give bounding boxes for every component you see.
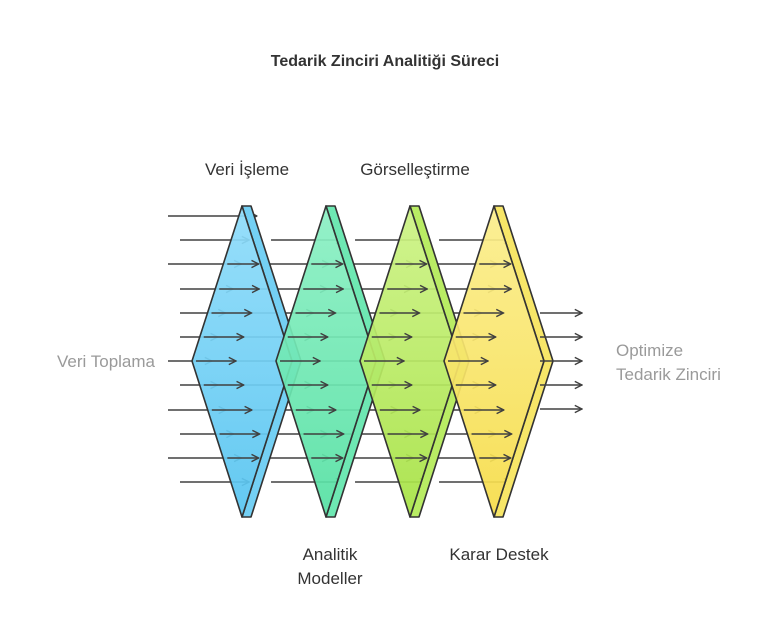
output-label-line1: Optimize: [616, 341, 683, 360]
stage-front-face: [443, 205, 545, 518]
stage-label: Karar Destek: [449, 545, 549, 564]
output-label-line2: Tedarik Zinciri: [616, 365, 721, 384]
output-arrows-layer: [540, 313, 582, 409]
stage-front-face: [191, 205, 293, 518]
stage-front-face: [359, 205, 461, 518]
stages-layer: [191, 205, 554, 518]
stage-label: Analitik: [303, 545, 358, 564]
stage-front-face: [275, 205, 377, 518]
stage-label: Görselleştirme: [360, 160, 470, 179]
stage-label: Modeller: [297, 569, 363, 588]
stage-label: Veri İşleme: [205, 160, 289, 179]
diagram-title: Tedarik Zinciri Analitiği Süreci: [271, 53, 500, 70]
input-label: Veri Toplama: [57, 352, 156, 371]
